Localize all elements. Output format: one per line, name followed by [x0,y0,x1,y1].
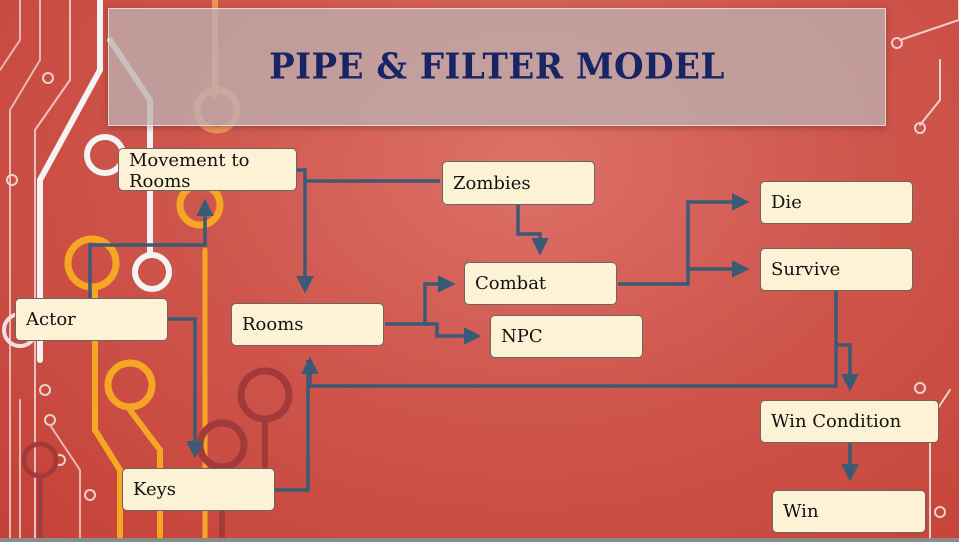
node-zombies: Zombies [442,161,595,205]
node-label: Actor [26,309,76,330]
edge-keys-to-rooms [275,360,310,492]
page-title: PIPE & FILTER MODEL [269,46,725,88]
edge-actor-to-keys [168,317,204,459]
node-actor: Actor [15,298,168,341]
node-die: Die [760,181,913,224]
node-label: Zombies [453,172,531,194]
node-label: NPC [501,326,543,347]
node-label: Combat [475,273,547,294]
node-movement-to-rooms: Movement to Rooms [118,148,297,192]
edge-rooms-to-npc [425,322,482,345]
edge-movement-to-zombies [297,168,440,183]
node-label: Keys [133,479,177,500]
node-label: Movement to Rooms [129,150,250,192]
node-survive: Survive [760,248,913,291]
edge-zombies-to-combat [516,205,549,256]
node-label: Win [783,501,819,522]
edge-combat-to-die [618,193,750,286]
node-rooms: Rooms [231,303,384,346]
edge-rooms-to-combat [385,275,456,326]
node-label: Win Condition [771,411,902,432]
node-label: Rooms [242,314,304,335]
slide-bottom-border [0,538,959,542]
edge-survive-to-rooms [301,290,838,388]
node-label: Die [771,192,802,213]
node-npc: NPC [490,315,643,358]
node-combat: Combat [464,262,617,305]
title-banner: PIPE & FILTER MODEL [108,8,886,126]
edge-survive-to-win-condition [836,343,859,392]
node-win-condition: Win Condition [760,400,939,443]
edge-actor-to-movement [88,198,214,298]
node-win: Win [772,490,926,533]
node-label: Survive [771,259,841,280]
node-keys: Keys [122,468,275,511]
